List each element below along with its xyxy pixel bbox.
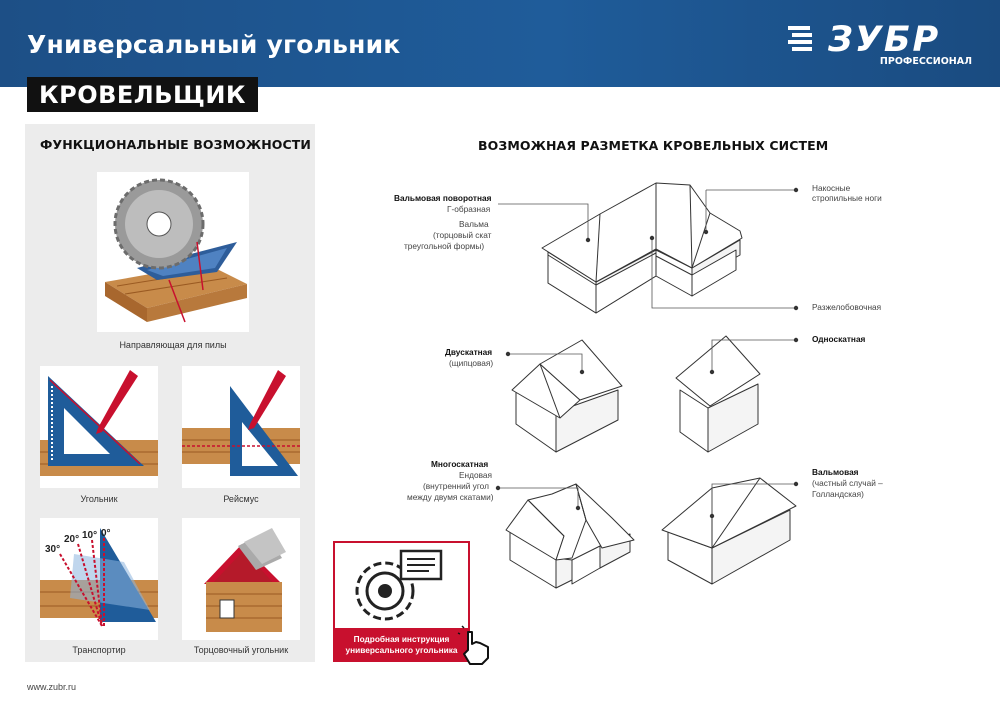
- rafters-label-1: Накосные: [812, 183, 851, 193]
- protractor-caption: Транспортир: [72, 645, 126, 655]
- multi-label: Многоскатная: [431, 459, 489, 469]
- brand-subtitle: ПРОФЕССИОНАЛ: [879, 56, 972, 67]
- hip-turn-sub: Г-образная: [447, 204, 491, 214]
- miter-illustration: [182, 518, 300, 640]
- protractor-icon: [40, 528, 158, 627]
- miter-caption: Торцовочный угольник: [193, 645, 289, 655]
- brand-name: ЗУБР: [828, 20, 941, 60]
- miter-square-icon: [204, 528, 286, 632]
- multi-desc-1: Ендовая: [459, 470, 492, 480]
- square-illustration: [40, 366, 158, 488]
- roof-systems-title: ВОЗМОЖНАЯ РАЗМЕТКА КРОВЕЛЬНЫХ СИСТЕМ: [478, 138, 829, 153]
- gauge-caption: Рейсмус: [223, 494, 259, 504]
- instruction-line-1: Подробная инструкция: [353, 634, 450, 644]
- gable-sub: (щипцовая): [449, 358, 494, 368]
- saw-guide-illustration: [97, 172, 249, 332]
- gauge-illustration: [182, 366, 300, 488]
- angle-0-label: 0°: [101, 528, 111, 539]
- hip-desc-1: Вальма: [459, 219, 489, 229]
- hip-desc-b: Голландская): [812, 489, 864, 499]
- saw-guide-caption: Направляющая для пилы: [119, 340, 227, 350]
- marking-gauge-icon: [182, 370, 300, 476]
- square-caption: Угольник: [80, 494, 118, 504]
- multi-desc-3: между двумя скатами): [407, 492, 494, 502]
- page-title: Универсальный угольник: [27, 30, 401, 59]
- rafters-label-2: стропильные ноги: [812, 193, 882, 203]
- valley-rafter-label: Разжелобовочная: [812, 302, 882, 312]
- hip-desc-2: (торцовый скат: [433, 230, 492, 240]
- hand-cursor-icon: [457, 625, 489, 665]
- features-title: ФУНКЦИОНАЛЬНЫЕ ВОЗМОЖНОСТИ: [40, 137, 311, 152]
- footer-url[interactable]: www.zubr.ru: [27, 682, 77, 692]
- brand-logo[interactable]: ЗУБР ПРОФЕССИОНАЛ: [788, 20, 978, 76]
- hip-label: Вальмовая: [812, 467, 859, 477]
- angle-30-label: 30°: [45, 544, 61, 555]
- angle-20-label: 20°: [64, 534, 80, 545]
- shed-label: Односкатная: [812, 334, 866, 344]
- protractor-illustration: 30° 20° 10° 0°: [40, 518, 158, 640]
- brand-arrow-icon: [788, 26, 812, 51]
- hip-desc-3: треугольной формы): [404, 241, 485, 251]
- gable-label: Двускатная: [445, 347, 493, 357]
- features-panel: ФУНКЦИОНАЛЬНЫЕ ВОЗМОЖНОСТИ Направляющая …: [25, 124, 315, 662]
- angle-10-label: 10°: [82, 530, 98, 541]
- multi-desc-2: (внутренний угол: [423, 481, 489, 491]
- category-badge: КРОВЕЛЬЩИК: [27, 77, 259, 112]
- hip-turn-label: Вальмовая поворотная: [394, 193, 492, 203]
- square-marking-icon: [40, 370, 158, 476]
- instruction-banner[interactable]: Подробная инструкция универсального угол…: [333, 628, 470, 662]
- header-bar: Универсальный угольник ЗУБР ПРОФЕССИОНАЛ: [0, 0, 1000, 87]
- instruction-line-2: универсального угольника: [345, 645, 458, 655]
- gear-document-icon: [355, 549, 443, 621]
- hip-desc-a: (частный случай –: [812, 478, 883, 488]
- saw-guide-icon: [105, 178, 247, 323]
